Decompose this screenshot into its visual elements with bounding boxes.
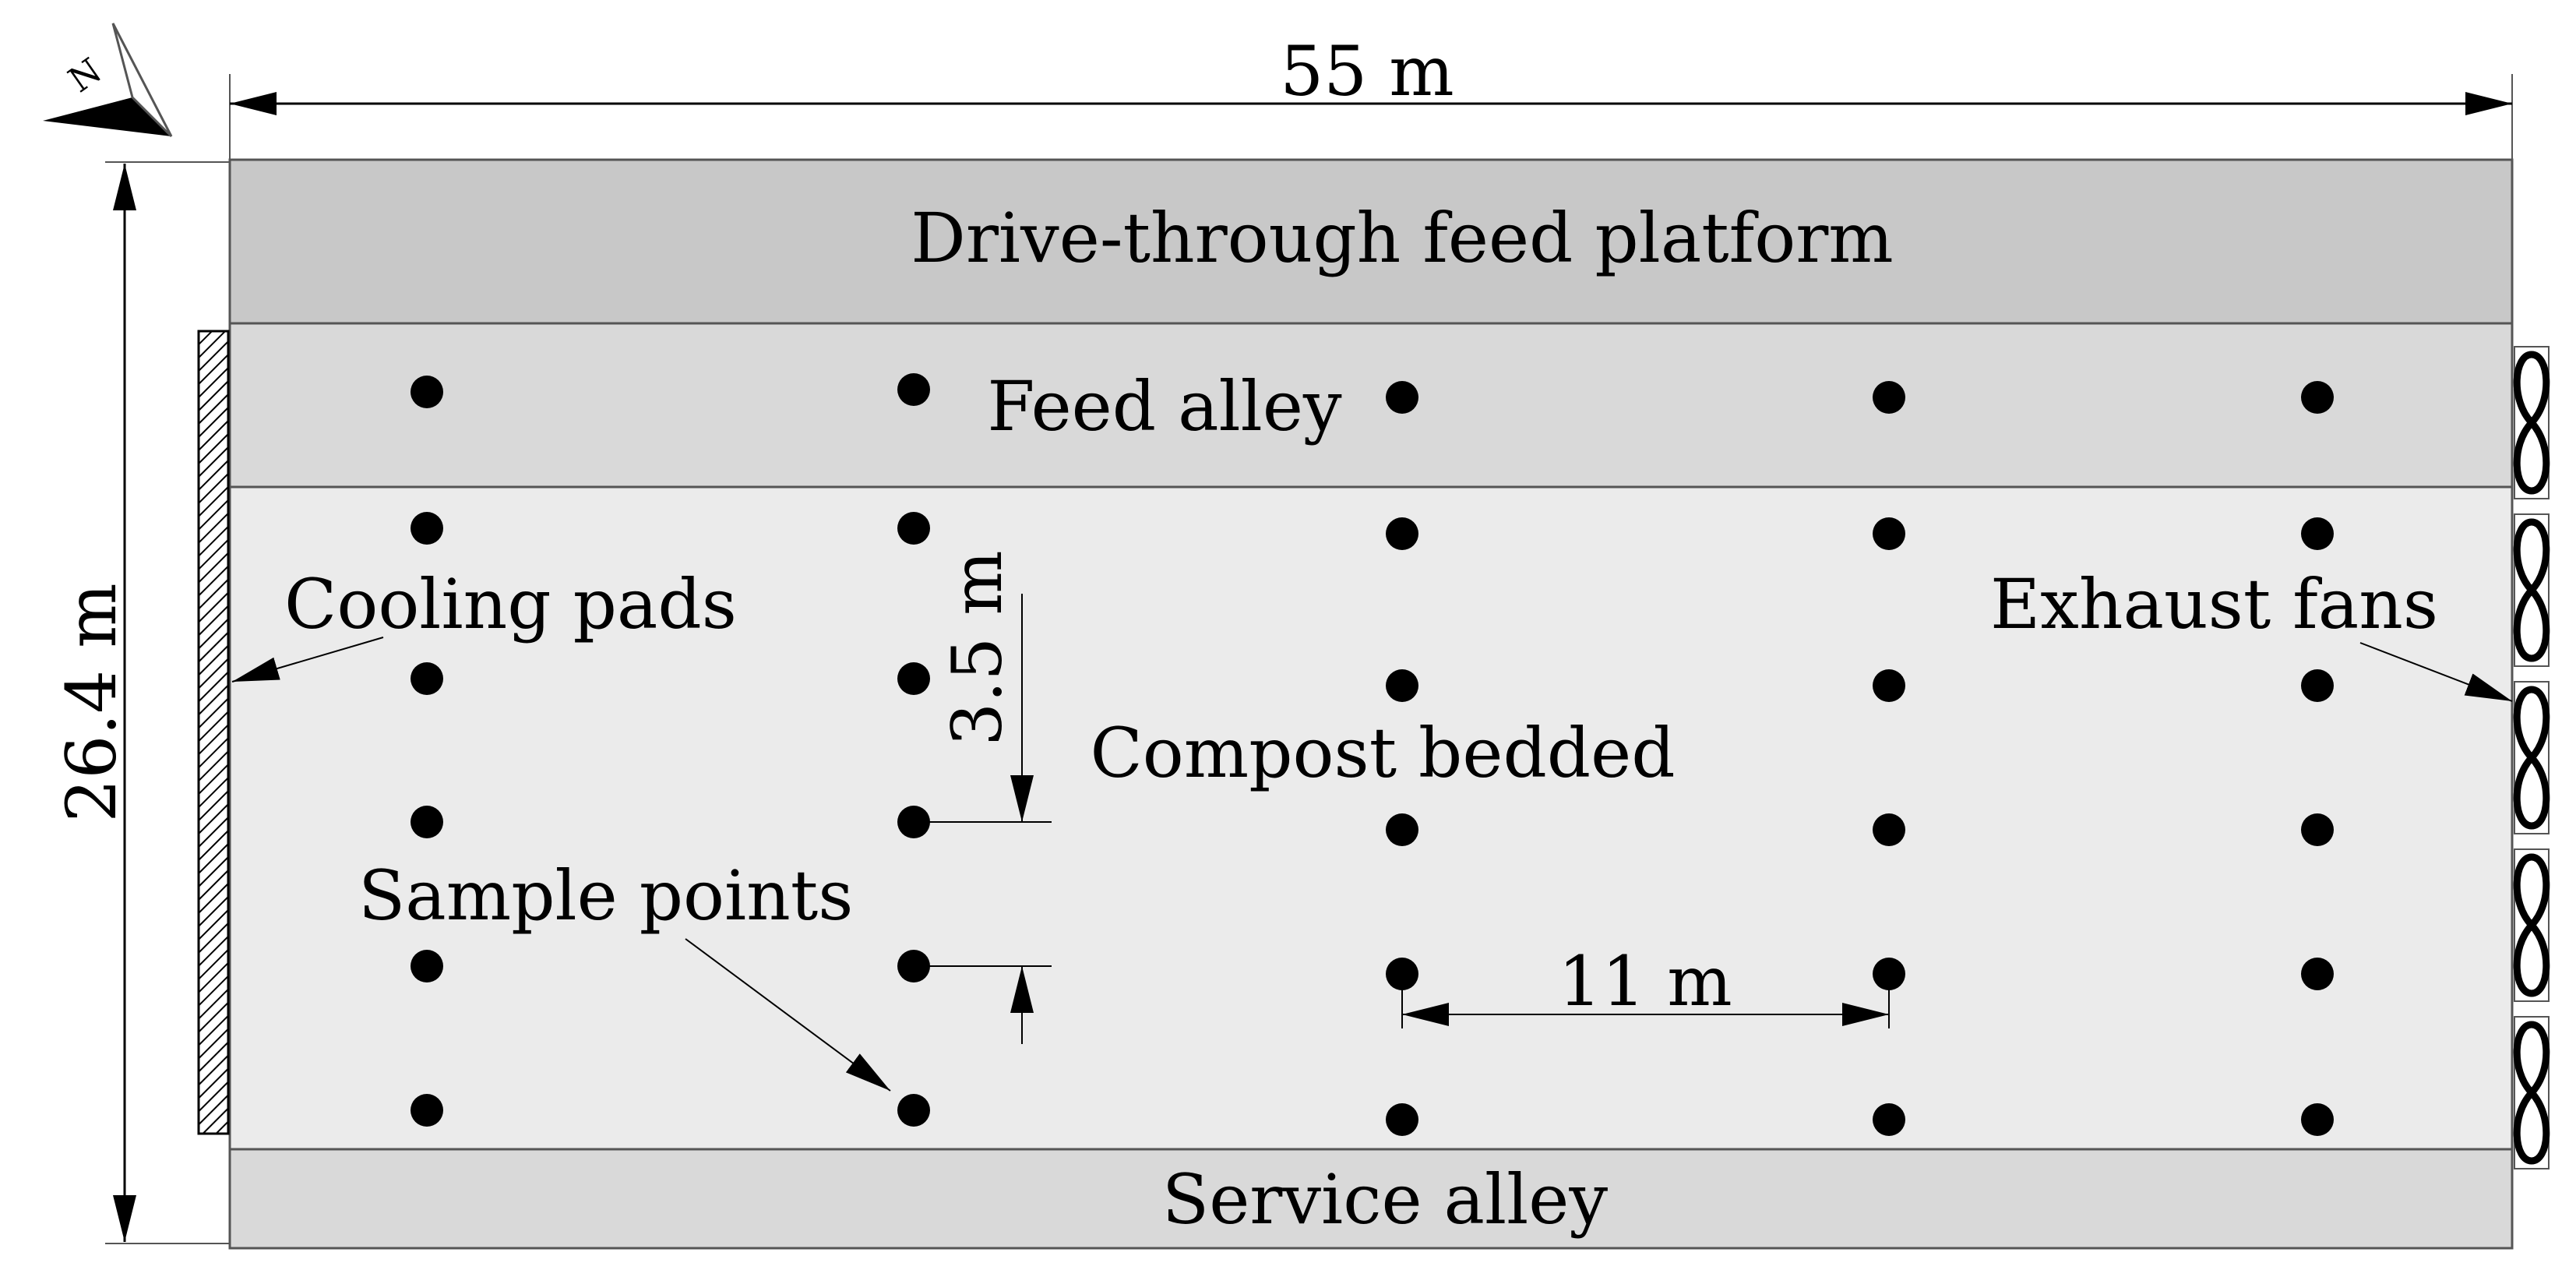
exhaust-fan-icon <box>2513 681 2550 834</box>
sample-point <box>411 806 443 838</box>
compost-bedded-label: Compost bedded <box>1090 713 1675 793</box>
horizontal-spacing-dimension: 11 m <box>1401 941 1890 1028</box>
sample-point <box>2301 1103 2334 1136</box>
sample-point <box>411 512 443 545</box>
service-alley-zone <box>228 1148 2514 1250</box>
sample-point <box>2301 381 2334 414</box>
sample-point <box>411 950 443 982</box>
exhaust-fan-icon <box>2513 346 2550 499</box>
sample-point <box>1386 381 1418 414</box>
width-dimension: 55 m <box>229 31 2513 160</box>
exhaust-fan-icon <box>2513 513 2550 667</box>
sample-point <box>411 662 443 695</box>
sample-point <box>2301 517 2334 550</box>
feed-platform-zone <box>228 158 2514 325</box>
vertical-spacing-label: 3.5 m <box>937 550 1017 746</box>
feed-alley-zone <box>228 322 2514 489</box>
vertical-spacing-dimension: 3.5 m <box>911 550 1052 1044</box>
cooling-pads-label: Cooling pads <box>284 564 737 644</box>
sample-point <box>1386 813 1418 846</box>
exhaust-fan-icon <box>2513 1016 2550 1169</box>
horizontal-spacing-label: 11 m <box>1558 941 1732 1021</box>
sample-point <box>897 512 930 545</box>
sample-point <box>897 662 930 695</box>
sample-point <box>2301 958 2334 990</box>
sample-point <box>1386 1103 1418 1136</box>
cooling-pads <box>197 330 230 1135</box>
exhaust-fan-icon <box>2513 848 2550 1002</box>
sample-point <box>411 1094 443 1127</box>
exhaust-fans-label: Exhaust fans <box>1990 564 2438 644</box>
service-alley-label: Service alley <box>1162 1159 1608 1240</box>
sample-point <box>897 1094 930 1127</box>
north-label: N <box>62 51 109 101</box>
north-arrow-icon: N <box>43 23 173 138</box>
sample-point <box>1386 517 1418 550</box>
sample-points-callout: Sample points <box>358 855 891 1092</box>
feed-platform-label: Drive-through feed platform <box>911 198 1893 278</box>
sample-point <box>1873 669 1905 702</box>
sample-point <box>2301 813 2334 846</box>
sample-point <box>1873 1103 1905 1136</box>
sample-point <box>1873 517 1905 550</box>
cooling-pads-callout: Cooling pads <box>231 564 737 683</box>
exhaust-fans-group <box>2513 346 2550 1169</box>
height-dimension: 26.4 m <box>51 161 230 1244</box>
sample-point <box>897 373 930 406</box>
sample-point <box>1873 381 1905 414</box>
sample-point <box>2301 669 2334 702</box>
width-label: 55 m <box>1280 31 1454 111</box>
sample-point <box>1386 669 1418 702</box>
sample-points-label: Sample points <box>358 855 853 936</box>
sample-point <box>411 376 443 408</box>
feed-alley-label: Feed alley <box>987 366 1342 446</box>
sample-point <box>1873 813 1905 846</box>
exhaust-fans-callout: Exhaust fans <box>1990 564 2513 702</box>
height-label: 26.4 m <box>51 583 132 822</box>
compost-bedded-zone <box>228 485 2514 1151</box>
